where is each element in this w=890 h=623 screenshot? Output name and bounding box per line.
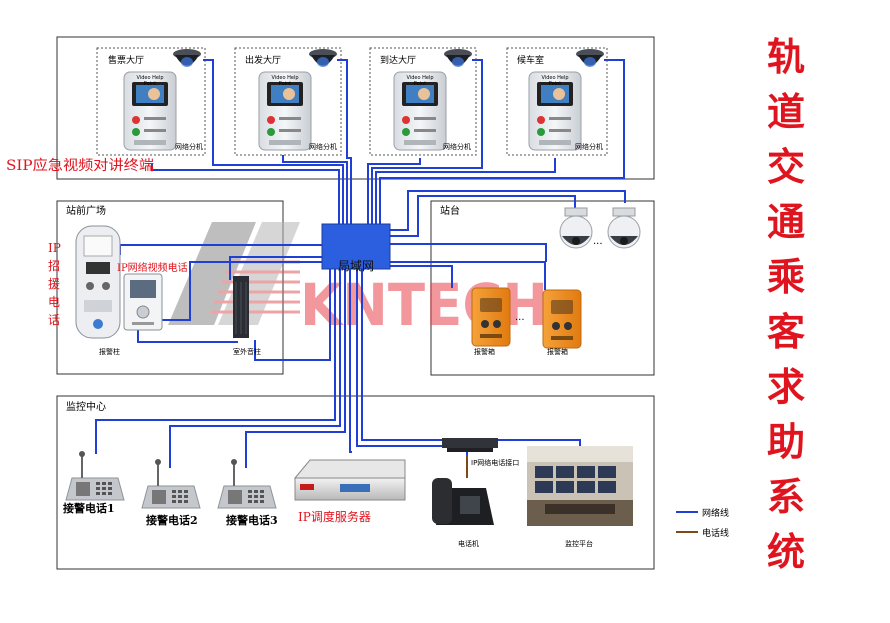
room-label: 出发大厅 — [245, 54, 281, 66]
monitor-zone: 监控中心 接警电话1 接警电话2 接警电话3 IP调度服务器 IP网络电话接口 … — [63, 400, 633, 548]
side-title-char: 求 — [767, 364, 805, 409]
side-title-char: 交 — [767, 144, 805, 189]
terminal-label: 网络分机 — [309, 142, 337, 151]
ip-help-phone-caption: IP 招 援 电 话 — [48, 241, 61, 327]
room-ticket-hall: 售票大厅 Video Help Point 网络分机 — [96, 47, 206, 156]
panel-text-2: Point — [144, 81, 156, 87]
alarm-box-label: 报警箱 — [474, 347, 495, 356]
alarm-phone-label: 接警电话3 — [226, 513, 278, 527]
top-zone-frame — [56, 36, 655, 180]
room-label: 到达大厅 — [380, 54, 416, 66]
speaker-post-label: 室外音柱 — [233, 347, 261, 356]
hub-label: 局域网 — [338, 259, 374, 273]
side-title-char: 道 — [767, 89, 805, 134]
alarm-box — [542, 289, 582, 349]
side-title-char: 客 — [767, 309, 805, 354]
sip-terminal-caption: SIP应急视频对讲终端 — [6, 157, 154, 174]
ptz-camera — [559, 207, 593, 249]
plaza-zone-frame — [56, 200, 284, 375]
platform-zone: 站台 ... ... 报警箱 报警箱 — [440, 204, 641, 356]
legend-label-network: 网络线 — [702, 507, 729, 519]
video-phone-caption: IP网络视频电话 — [117, 261, 188, 274]
watermark-text: KNTECH — [300, 271, 548, 339]
monitor-title: 监控中心 — [66, 400, 106, 413]
outdoor-speaker-column — [233, 276, 249, 338]
terminal-label: 网络分机 — [443, 142, 471, 151]
zone-frames — [56, 36, 655, 570]
panel-text-2: Point — [414, 81, 426, 87]
alarm-post-label: 报警柱 — [99, 347, 120, 356]
alarm-box-label: 报警箱 — [547, 347, 568, 356]
plaza-title: 站前广场 — [66, 204, 106, 217]
telephone-label: 电话机 — [458, 539, 479, 548]
terminal-label: 网络分机 — [575, 142, 603, 151]
video-phone-unit — [123, 273, 163, 331]
side-title-char: 助 — [767, 419, 805, 464]
panel-text-1: Video Help — [542, 75, 569, 81]
monitoring-platform-label: 监控平台 — [565, 539, 593, 548]
vertical-caption-char: IP — [48, 241, 61, 255]
room-departure-hall: 出发大厅 Video Help Point 网络分机 — [234, 47, 342, 156]
telephone — [432, 478, 494, 525]
vertical-caption-char: 招 — [48, 259, 60, 273]
ip-phone-gateway — [442, 438, 498, 452]
dispatch-server — [293, 459, 406, 501]
legend-label-phone: 电话线 — [702, 527, 729, 539]
side-title-char: 系 — [767, 474, 805, 519]
room-arrival-hall: 到达大厅 Video Help Point 网络分机 — [369, 47, 477, 156]
vertical-caption-char: 援 — [48, 277, 60, 291]
alarm-phone-label: 接警电话1 — [63, 501, 115, 515]
panel-text-2: Point — [549, 81, 561, 87]
panel-text-1: Video Help — [272, 75, 299, 81]
platform-title: 站台 — [440, 204, 460, 217]
panel-text-1: Video Help — [407, 75, 434, 81]
monitor-zone-frame — [56, 395, 655, 570]
alarm-box — [471, 287, 511, 347]
side-title-char: 轨 — [767, 34, 805, 79]
alarm-phone-label: 接警电话2 — [146, 513, 198, 527]
lan-hub: 局域网 — [321, 223, 391, 273]
alarm-box-ellipsis: ... — [515, 312, 525, 323]
panel-text-2: Point — [279, 81, 291, 87]
gateway-label: IP网络电话接口 — [471, 458, 519, 467]
server-label: IP调度服务器 — [298, 509, 371, 524]
terminal-label: 网络分机 — [175, 142, 203, 151]
room-waiting-room: 候车室 Video Help Point 网络分机 — [506, 47, 608, 156]
side-title-char: 乘 — [767, 254, 805, 299]
room-label: 候车室 — [517, 54, 544, 66]
side-title-char: 统 — [767, 529, 805, 574]
platform-zone-frame — [430, 200, 655, 376]
legend: 网络线 电话线 — [676, 507, 729, 539]
side-title-char: 通 — [767, 199, 805, 244]
vertical-caption-char: 电 — [48, 295, 60, 309]
top-zone: 售票大厅 Video Help Point 网络分机 出发大厅 Video He… — [6, 47, 608, 174]
camera-ellipsis: ... — [593, 236, 603, 247]
help-phone-pillar — [75, 225, 121, 339]
ptz-camera — [607, 207, 641, 249]
room-label: 售票大厅 — [108, 54, 144, 66]
side-title: 轨 道 交 通 乘 客 求 助 系 统 — [767, 34, 805, 574]
plaza-zone: 站前广场 IP 招 援 电 话 IP网络视频电话 — [48, 204, 261, 356]
panel-text-1: Video Help — [137, 75, 164, 81]
vertical-caption-char: 话 — [48, 313, 60, 327]
alarm-desk-phone — [65, 450, 125, 501]
monitoring-platform — [527, 446, 633, 526]
